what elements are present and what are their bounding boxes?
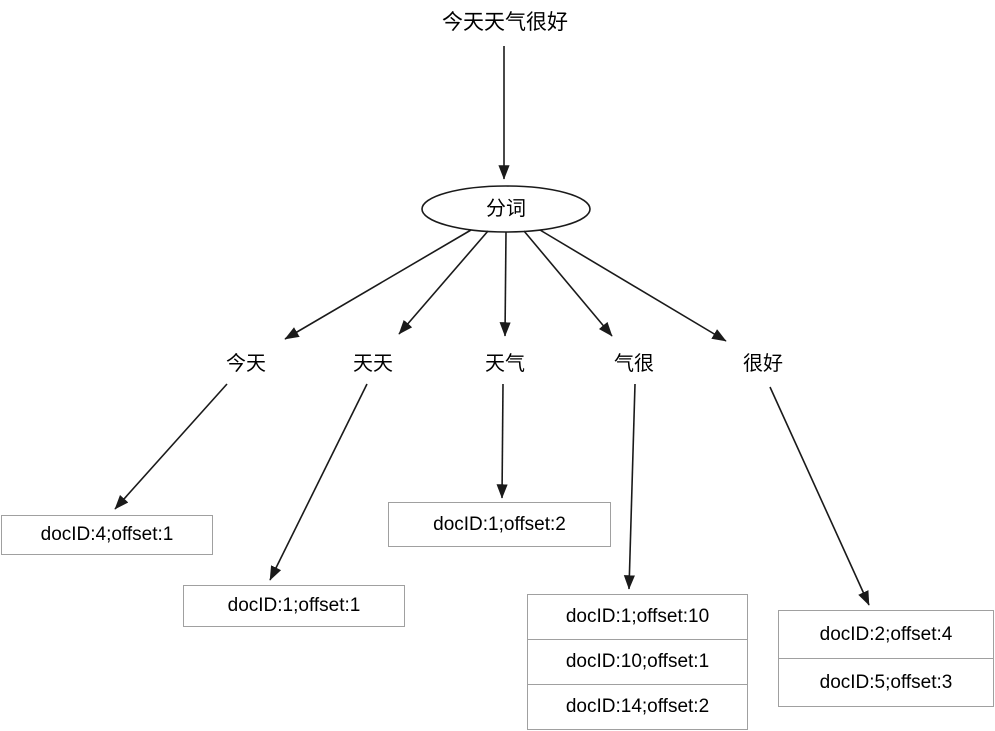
postings-box-2: docID:1;offset:2 (388, 502, 611, 547)
postings-box-3: docID:1;offset:10 docID:10;offset:1 docI… (527, 594, 748, 730)
posting-entry: docID:5;offset:3 (779, 658, 993, 706)
edge-token-4-to-postings (769, 386, 870, 606)
posting-entry: docID:2;offset:4 (819, 623, 953, 645)
token-label-0: 今天 (226, 353, 266, 375)
source-text: 今天天气很好 (442, 11, 568, 34)
posting-entry: docID:1;offset:2 (433, 513, 566, 535)
posting-entry: docID:1;offset:1 (227, 595, 361, 616)
edge-tokenizer-to-token-2 (499, 231, 511, 337)
postings-box-4: docID:2;offset:4 docID:5;offset:3 (778, 610, 994, 707)
token-label-1: 天天 (353, 353, 393, 375)
postings-box-0: docID:4;offset:1 (1, 515, 213, 555)
edge-token-3-to-postings (623, 383, 636, 590)
token-label-4: 很好 (743, 353, 783, 375)
edge-token-1-to-postings (269, 383, 368, 581)
edge-tokenizer-to-token-1 (398, 230, 489, 335)
posting-entry: docID:4;offset:1 (40, 524, 174, 545)
edge-token-2-to-postings (496, 383, 508, 499)
edge-tokenizer-to-token-0 (284, 229, 472, 340)
posting-entry: docID:14;offset:2 (528, 684, 747, 729)
edge-token-0-to-postings (114, 383, 228, 510)
token-label-2: 天气 (485, 353, 525, 375)
posting-entry: docID:1;offset:10 (565, 606, 710, 627)
postings-box-1: docID:1;offset:1 (183, 585, 405, 627)
token-label-3: 气很 (614, 353, 654, 375)
posting-entry: docID:10;offset:1 (528, 639, 747, 684)
edge-tokenizer-to-token-3 (523, 230, 613, 337)
tokenizer-label: 分词 (486, 198, 526, 220)
edge-tokenizer-to-token-4 (539, 229, 727, 342)
